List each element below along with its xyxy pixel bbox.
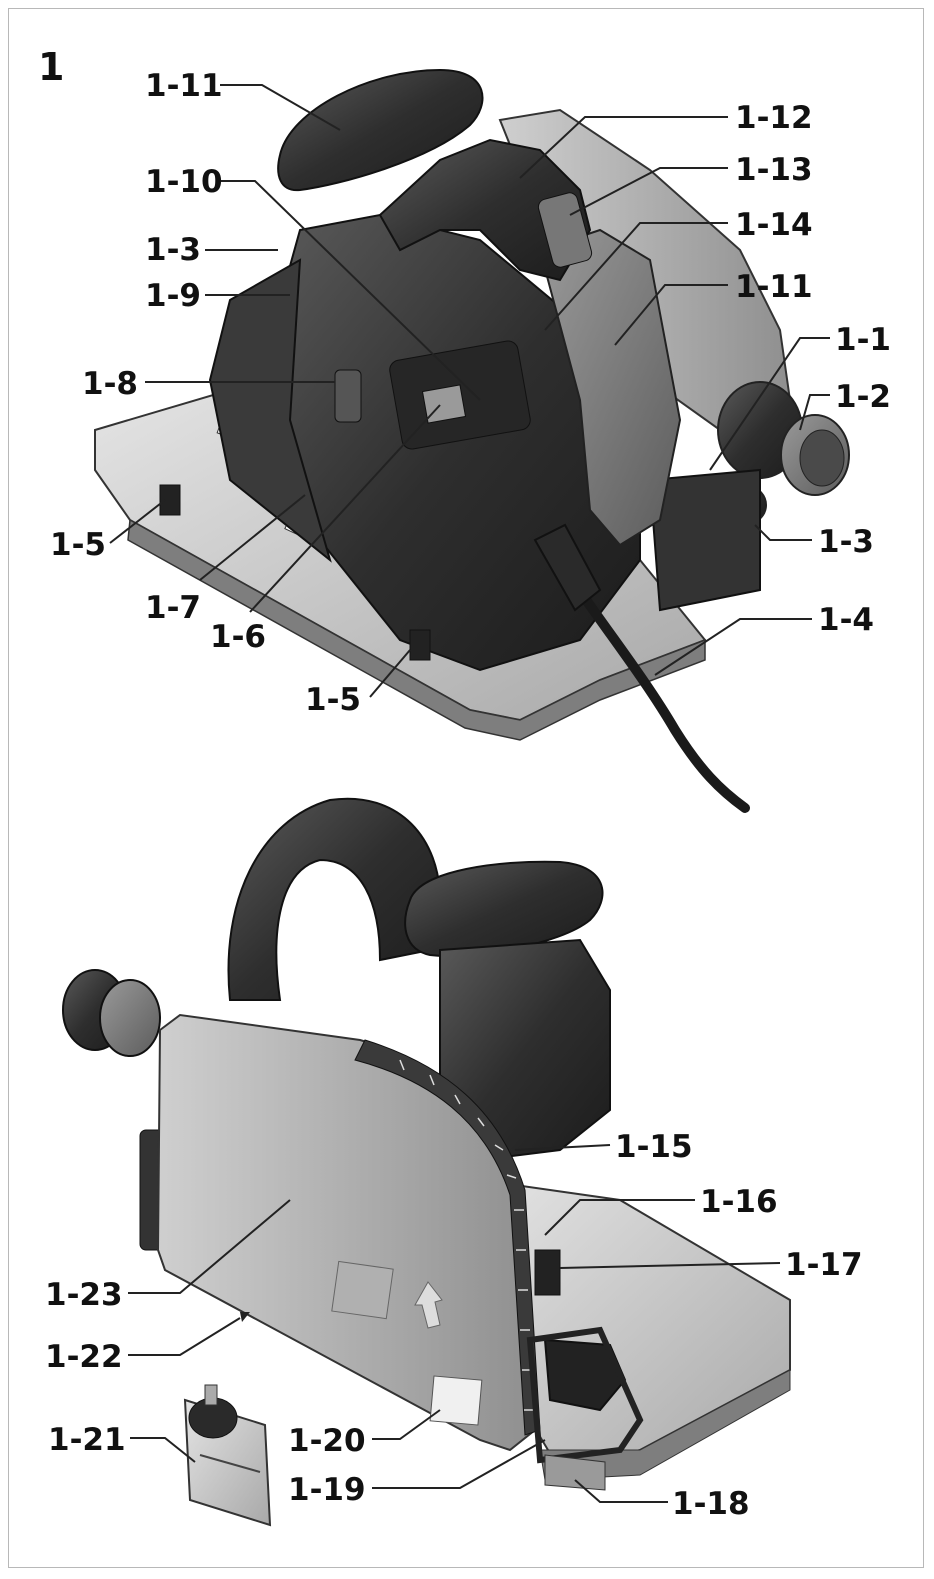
- label-1-22: 1-22: [45, 1339, 123, 1375]
- label-1-19: 1-19: [288, 1472, 366, 1508]
- label-1-11-handle: 1-11: [145, 68, 223, 104]
- power-cord: [555, 555, 750, 813]
- label-1-13: 1-13: [735, 152, 813, 188]
- label-1-14: 1-14: [735, 207, 813, 243]
- saw-bottom-view: [62, 797, 791, 1491]
- label-1-2: 1-2: [835, 379, 891, 415]
- figure-frame: [8, 8, 924, 1568]
- label-1-4: 1-4: [818, 602, 874, 638]
- figure-number: 1: [38, 45, 64, 89]
- label-1-7: 1-7: [145, 590, 201, 626]
- label-1-9: 1-9: [145, 278, 201, 314]
- label-1-21: 1-21: [48, 1422, 126, 1458]
- label-1-16: 1-16: [700, 1184, 778, 1220]
- label-1-20: 1-20: [288, 1423, 366, 1459]
- label-1-8: 1-8: [82, 366, 138, 402]
- label-1-5-left: 1-5: [50, 527, 106, 563]
- label-1-10: 1-10: [145, 164, 223, 200]
- depth-scale: [354, 1039, 541, 1436]
- label-1-5-bottom: 1-5: [305, 682, 361, 718]
- label-1-23: 1-23: [45, 1277, 123, 1313]
- label-1-1: 1-1: [835, 322, 891, 358]
- label-1-18: 1-18: [672, 1486, 750, 1522]
- leader-lines: [109, 84, 830, 1503]
- label-1-6: 1-6: [210, 619, 266, 655]
- dust-extraction-port: [717, 381, 850, 496]
- label-1-3-right: 1-3: [818, 524, 874, 560]
- label-1-15: 1-15: [615, 1129, 693, 1165]
- label-1-17: 1-17: [785, 1247, 863, 1283]
- label-1-12: 1-12: [735, 100, 813, 136]
- splinter-guard-part: [183, 1384, 272, 1527]
- label-1-3-top-left: 1-3: [145, 232, 201, 268]
- label-1-11-aux-handle: 1-11: [735, 269, 813, 305]
